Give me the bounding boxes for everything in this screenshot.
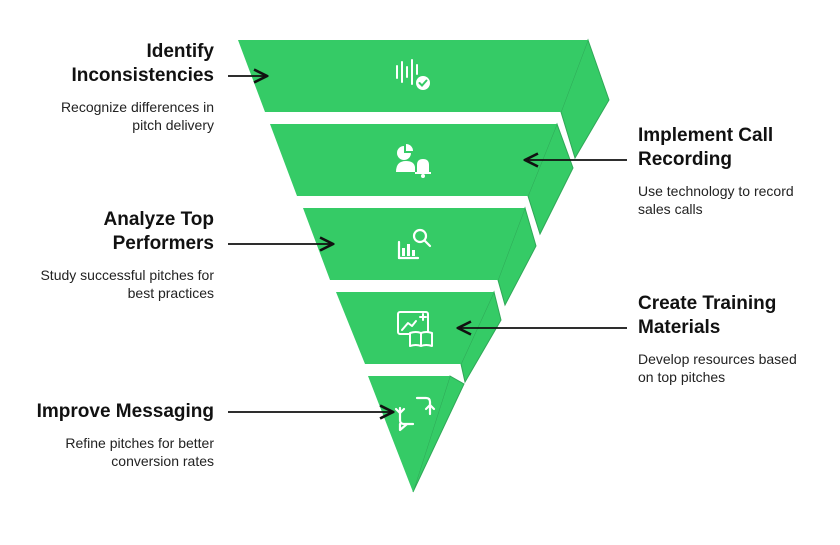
chart-magnifier-icon (397, 228, 432, 260)
board-book-icon (397, 311, 433, 347)
step-analyze-top-performers: Analyze Top Performers Study successful … (0, 208, 214, 302)
step-description: Study successful pitches for best practi… (40, 267, 214, 301)
funnel-layer-3 (303, 206, 537, 307)
funnel-layer-5 (368, 375, 465, 493)
step-title: Identify Inconsistencies (71, 41, 214, 86)
step-description: Use technology to record sales calls (638, 183, 794, 217)
funnel-layer-2-front (270, 124, 557, 196)
step-description: Develop resources based on top pitches (638, 351, 797, 385)
step-description: Recognize differences in pitch delivery (60, 99, 214, 133)
funnel-layer-2 (270, 122, 574, 236)
funnel-layer-4-front (336, 292, 494, 364)
step-create-training-materials: Create Training Materials Develop resour… (638, 292, 833, 386)
step-title: Implement Call Recording (638, 125, 774, 170)
funnel-layer-2-side (527, 122, 574, 236)
step-title: Create Training Materials (638, 293, 777, 338)
step-identify-inconsistencies: Identify Inconsistencies Recognize diffe… (0, 40, 214, 134)
step-title: Analyze Top Performers (103, 209, 215, 254)
step-implement-call-recording: Implement Call Recording Use technology … (638, 124, 833, 218)
user-chart-bell-icon (396, 144, 431, 178)
waveform-check-icon (396, 59, 430, 90)
step-title: Improve Messaging (36, 401, 214, 422)
funnel-layer-4 (336, 290, 502, 384)
step-improve-messaging: Improve Messaging Refine pitches for bet… (0, 400, 214, 470)
step-description: Refine pitches for better conversion rat… (65, 435, 214, 469)
chat-refresh-icon (394, 396, 436, 432)
funnel-layer-3-front (303, 208, 525, 280)
